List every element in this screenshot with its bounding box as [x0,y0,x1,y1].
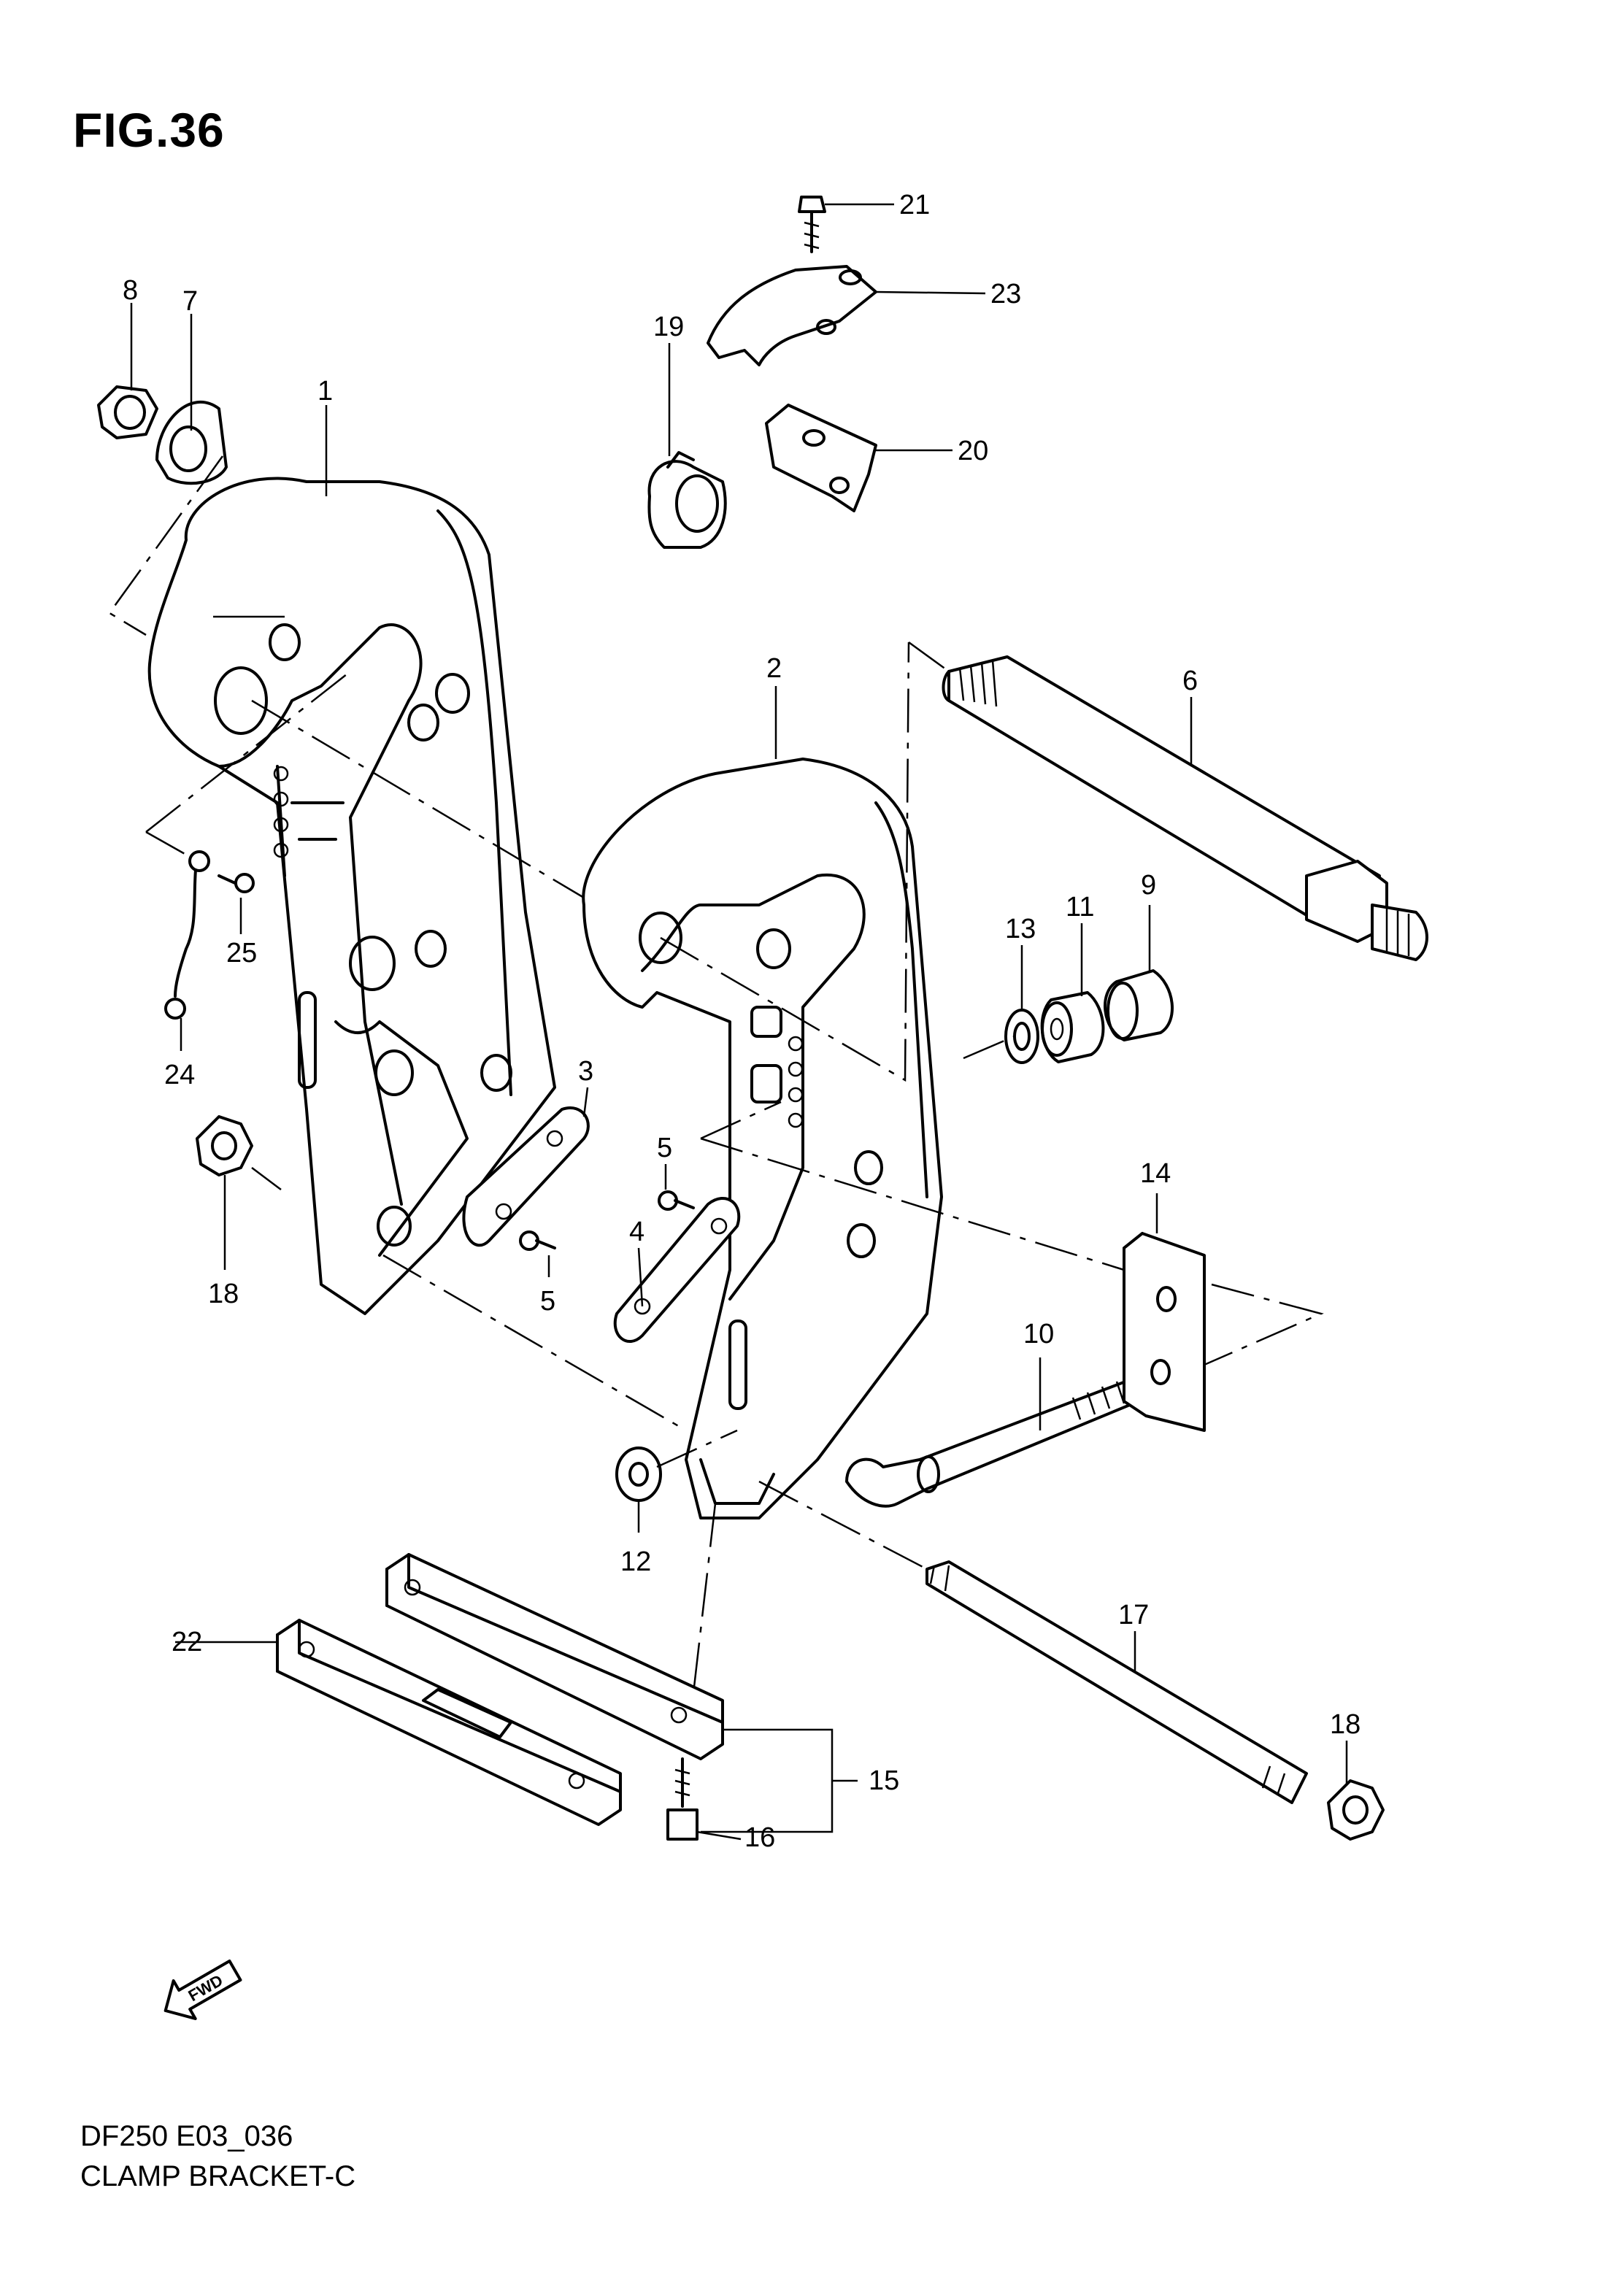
part-16-screw [666,1757,699,1841]
callout-20: 20 [958,436,988,466]
callout-15: 15 [869,1765,899,1796]
part-22-pad [276,1619,622,1826]
callout-25: 25 [226,938,257,968]
part-21-bolt [798,196,826,253]
part-23-cover [707,265,877,366]
callout-1: 1 [318,376,333,407]
part-13-washer [1004,1009,1039,1064]
part-18-nut-right [1327,1779,1385,1841]
figure-title: FIG.36 [73,103,225,157]
callout-18-right: 18 [1330,1709,1361,1740]
diagram-name: CLAMP BRACKET-C [80,2160,356,2192]
part-17-rod [925,1560,1308,1804]
callout-13: 13 [1005,914,1036,944]
part-2-right-clamp-bracket [582,758,943,1519]
callout-7: 7 [182,286,198,317]
part-11-collar [1040,991,1105,1063]
part-20-bracket [765,404,877,512]
callout-18-left: 18 [208,1279,239,1309]
callout-6: 6 [1182,666,1198,696]
callout-14: 14 [1140,1158,1171,1189]
callout-10: 10 [1023,1319,1054,1349]
assembly-lines [108,455,1324,1694]
callout-24: 24 [164,1060,195,1090]
fwd-arrow-icon: FWD [163,1960,242,2020]
part-12-washer [615,1446,662,1502]
callout-17: 17 [1118,1600,1149,1630]
part-3-plate [462,1106,590,1247]
part-5-screw-upper [658,1190,695,1211]
part-25-screw [218,873,255,893]
callout-2: 2 [766,653,782,684]
callout-11: 11 [1066,892,1094,922]
part-5-screw-lower [519,1230,556,1251]
callout-19: 19 [653,312,684,342]
callout-8: 8 [123,275,138,306]
part-9-bushing [1104,969,1174,1041]
part-18-nut-left [196,1115,253,1176]
part-6-tilt-shaft [942,655,1428,961]
part-8-nut [97,385,158,439]
diagram-code: DF250 E03_036 [80,2120,293,2152]
part-15-pad [385,1553,724,1760]
callout-21: 21 [899,190,930,220]
leader-lines [130,203,1348,1841]
part-14-plate [1123,1232,1206,1432]
callouts: 1 2 3 4 5 5 6 7 8 9 10 11 12 13 14 15 16… [123,190,1361,1853]
part-24-ground-cable [164,850,210,1020]
callout-16: 16 [744,1822,775,1853]
part-1-left-clamp-bracket [147,477,556,1315]
part-7-plate [155,401,228,485]
callout-5-lower: 5 [540,1286,555,1317]
part-19-grommet [647,451,727,549]
callout-12: 12 [620,1546,651,1577]
part-10-bolt [845,1378,1140,1508]
callout-5-upper: 5 [657,1133,672,1163]
callout-4: 4 [629,1217,644,1247]
callout-23: 23 [990,279,1021,309]
callout-3: 3 [578,1056,593,1087]
callout-9: 9 [1141,870,1156,901]
